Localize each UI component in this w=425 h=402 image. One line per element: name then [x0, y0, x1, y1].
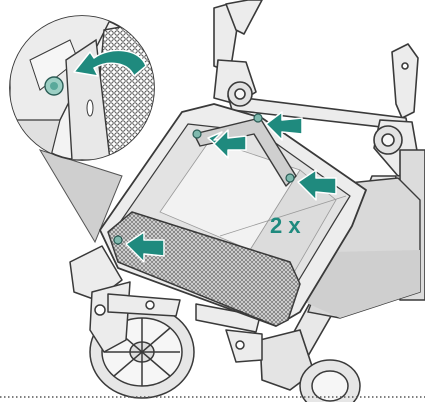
- repeat-count-label: 2 x: [270, 213, 301, 238]
- zoom-detail-circle: [10, 10, 160, 160]
